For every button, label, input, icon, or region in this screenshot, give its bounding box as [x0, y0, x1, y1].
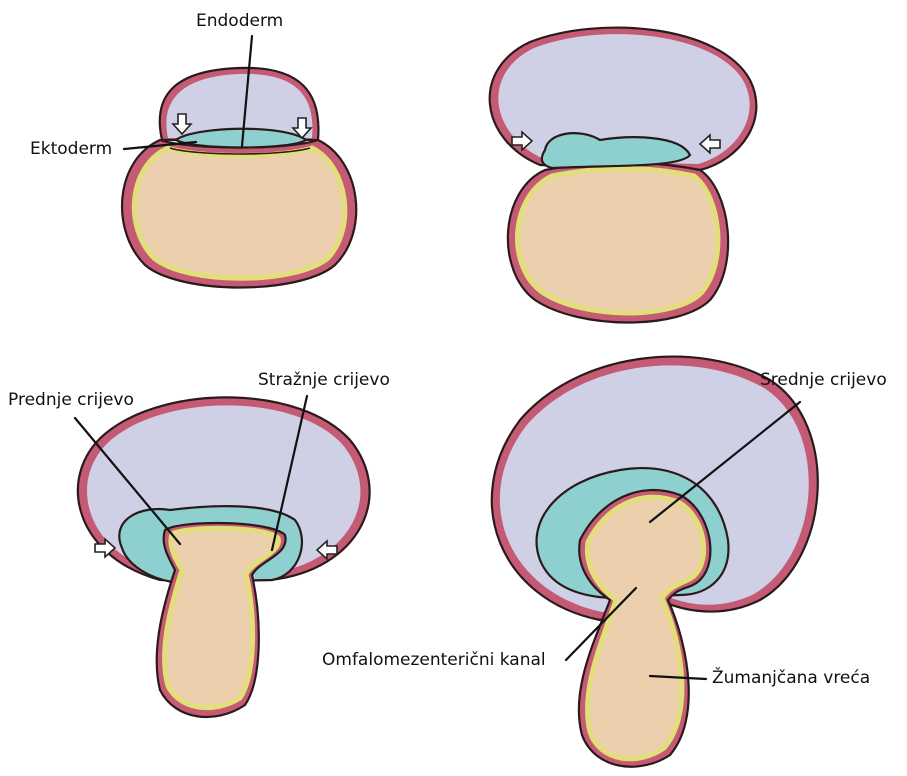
stage-1-yolk-sac [134, 148, 345, 278]
stage-2-embryo [490, 28, 757, 323]
stage-3-yolk-sac [165, 528, 279, 707]
stage-1-embryo [122, 68, 356, 288]
label-srednje-crijevo: Srednje crijevo [760, 370, 887, 390]
stage-4-embryo [492, 357, 818, 767]
label-endoderm: Endoderm [196, 11, 283, 31]
stage-2-yolk-sac [518, 169, 718, 314]
label-ektoderm: Ektoderm [30, 139, 112, 159]
label-prednje-crijevo: Prednje crijevo [8, 390, 134, 410]
label-straznje-crijevo: Stražnje crijevo [258, 370, 390, 390]
label-zumanjcana-vreca: Žumanjčana vreća [712, 666, 870, 688]
label-omfalomezentericni-kanal: Omfalomezenterični kanal [322, 650, 546, 670]
